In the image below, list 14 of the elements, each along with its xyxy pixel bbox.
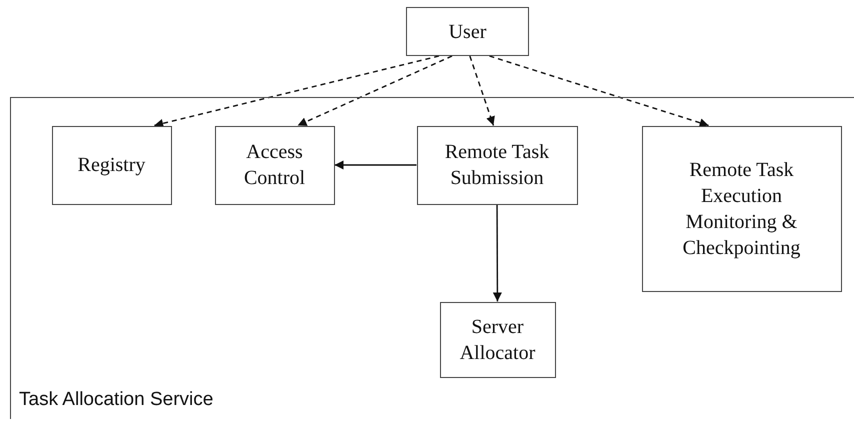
arrow	[492, 204, 502, 302]
arrow	[489, 55, 709, 128]
arrow	[469, 56, 495, 126]
arrow	[297, 55, 452, 126]
container-box	[10, 97, 854, 419]
process-box: Server Allocator	[440, 302, 556, 378]
process-box: Registry	[52, 126, 172, 204]
arrow	[334, 160, 416, 170]
process-box: Remote Task Execution Monitoring & Checkpointing	[642, 126, 842, 292]
arrow	[154, 55, 440, 128]
process-box: User	[406, 7, 529, 56]
container-title: Task Allocation Service	[19, 388, 214, 412]
process-box: Access Control	[214, 126, 334, 204]
process-box: Remote Task Submission	[416, 126, 578, 204]
